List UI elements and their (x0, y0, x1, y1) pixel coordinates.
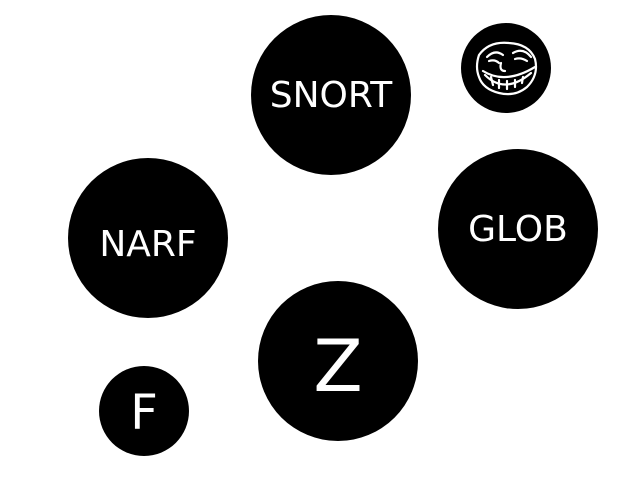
bubble-label: NARF (99, 223, 197, 265)
bubble-label: Z (313, 324, 363, 408)
bubble-glob[interactable]: GLOB (438, 149, 598, 309)
bubble-troll-face[interactable] (461, 23, 551, 113)
bubble-label: F (130, 385, 158, 441)
bubble-label: GLOB (468, 208, 568, 250)
bubble-label: SNORT (269, 74, 393, 116)
bubble-z[interactable]: Z (258, 281, 418, 441)
bubble-narf[interactable]: NARF (68, 158, 228, 318)
bubble-f[interactable]: F (99, 366, 189, 456)
troll-face-icon (475, 41, 538, 96)
bubble-snort[interactable]: SNORT (251, 15, 411, 175)
